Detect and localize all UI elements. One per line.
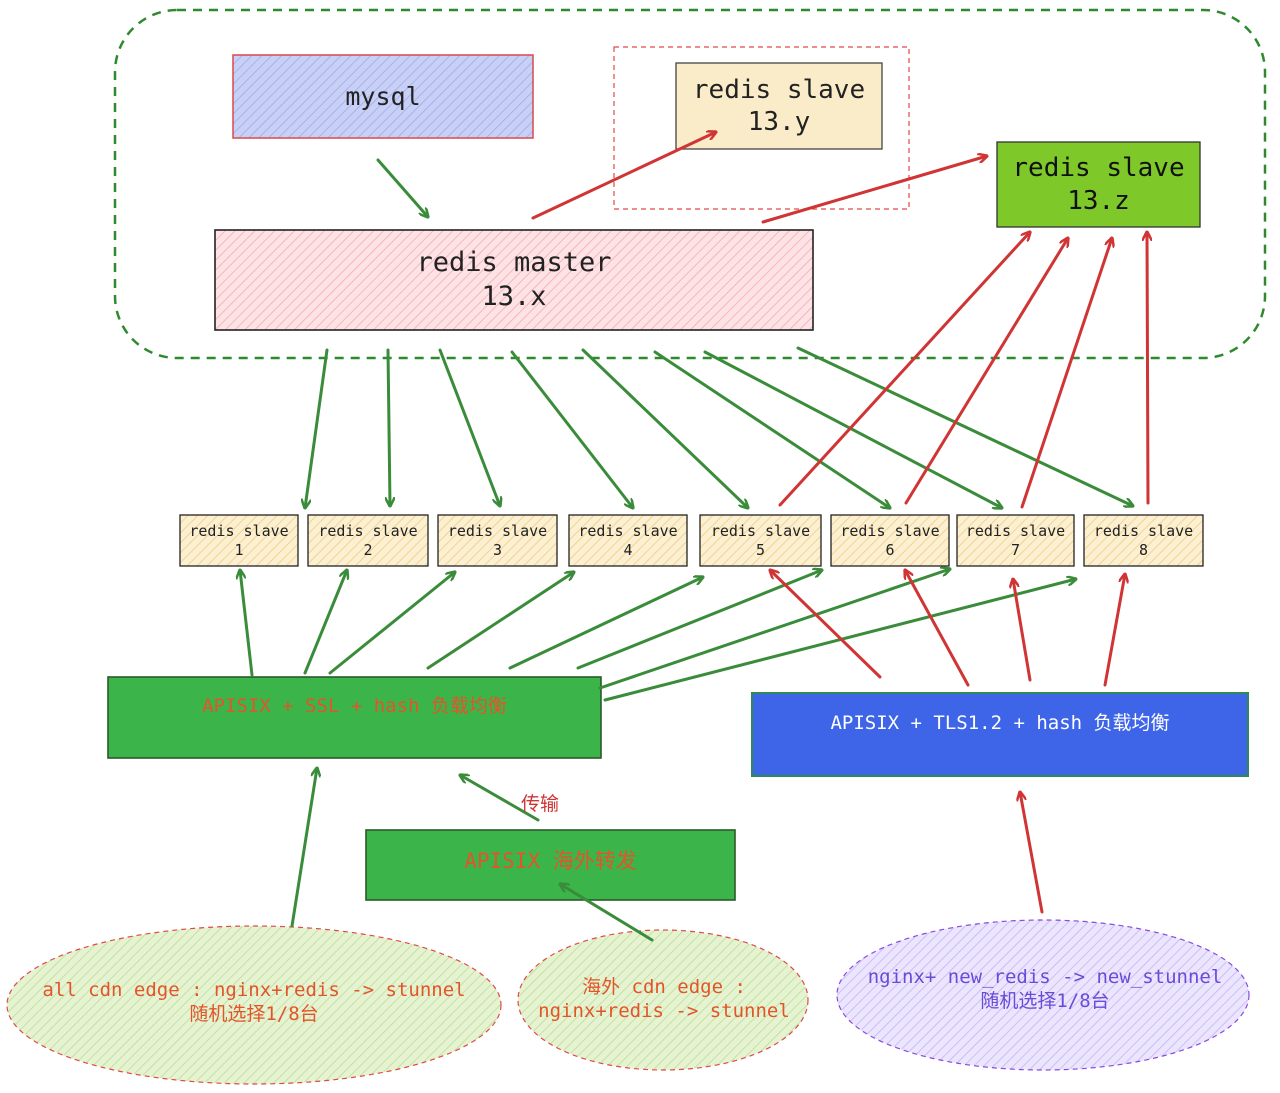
arrow-ssl-to-slave-7	[598, 569, 950, 690]
arrow-edge-overseas-to-overseas	[560, 884, 654, 942]
edge-overseas-shape	[517, 929, 809, 1071]
arrow-master-to-slave-3	[438, 348, 500, 506]
arrow-master-to-slave-1	[305, 348, 329, 508]
arrow-master-to-slave-13y	[531, 132, 716, 220]
green-arrows	[240, 158, 1133, 942]
arrow-slave-5-to-13z	[778, 232, 1030, 507]
slave-5-label: redis slave 5	[710, 521, 811, 559]
arrow-slave-7-to-13z	[1020, 238, 1112, 509]
slave-5-shape	[699, 514, 822, 567]
slave-7-shape	[956, 514, 1075, 567]
transfer-label: 传输	[520, 793, 559, 816]
arrow-ssl-to-slave-3	[328, 572, 455, 675]
arrow-master-to-slave-13z	[761, 156, 987, 224]
slave-8-shape	[1083, 514, 1204, 567]
arrow-tls-to-slave-5	[770, 570, 882, 679]
apisix-overseas-label: APISIX 海外转发	[464, 848, 637, 873]
arrow-ssl-to-slave-6	[576, 570, 822, 670]
slave-4-shape	[568, 514, 688, 567]
slave-1-label: redis slave 1	[189, 521, 289, 559]
slave-13y-label: redis slave 13.y	[692, 74, 866, 138]
arrow-slave-8-to-13z	[1147, 230, 1148, 505]
apisix-ssl-shape	[107, 676, 602, 759]
apisix-overseas-shape	[365, 829, 736, 901]
edge-all-label: all cdn edge : nginx+redis -> stunnel 随机…	[42, 979, 466, 1025]
mysql-label: mysql	[345, 81, 421, 111]
edge-all-shape	[6, 925, 502, 1085]
slave-7-label: redis slave 7	[965, 521, 1066, 559]
edge-new-label: nginx+ new_redis -> new_stunnel 随机选择1/8台	[867, 966, 1223, 1012]
arrow-overseas-to-ssl	[460, 775, 540, 822]
slave-13y-group	[613, 46, 910, 210]
apisix-tls-label: APISIX + TLS1.2 + hash 负载均衡	[830, 712, 1170, 735]
edge-overseas-label: 海外 cdn edge : nginx+redis -> stunnel	[538, 976, 790, 1022]
slave-13y-shape	[675, 62, 883, 150]
arrow-ssl-to-slave-2	[303, 570, 347, 675]
arrow-master-to-slave-2	[388, 348, 390, 508]
cluster-boundary	[113, 8, 1267, 360]
arrow-master-to-slave-5	[581, 348, 748, 508]
master-shape	[214, 229, 814, 331]
slave-2-label: redis slave 2	[318, 521, 418, 559]
slave-4-label: redis slave 4	[578, 521, 678, 559]
arrow-master-to-slave-6	[653, 350, 890, 508]
mysql-shape	[232, 54, 534, 139]
apisix-tls-shape	[751, 692, 1249, 777]
slave-2-shape	[307, 514, 429, 567]
red-arrows	[531, 132, 1148, 914]
arrow-tls-to-slave-8	[1103, 574, 1125, 687]
slave-3-label: redis slave 3	[447, 521, 548, 559]
slave-13z-shape	[996, 141, 1201, 228]
arrow-edge-new-to-tls	[1020, 792, 1044, 914]
arrow-tls-to-slave-6	[905, 570, 970, 687]
arrow-master-to-slave-4	[510, 350, 633, 508]
slave-1-shape	[179, 514, 299, 567]
arrow-ssl-to-slave-4	[426, 572, 574, 670]
arrow-master-to-slave-8	[796, 346, 1133, 506]
slave-8-label: redis slave 8	[1093, 521, 1194, 559]
arrow-ssl-to-slave-5	[508, 577, 703, 670]
apisix-ssl-label: APISIX + SSL + hash 负载均衡	[202, 695, 507, 718]
arrow-slave-6-to-13z	[904, 238, 1068, 505]
master-label: redis master 13.x	[416, 247, 612, 312]
arrow-mysql-to-master	[376, 158, 428, 217]
arrow-tls-to-slave-7	[1013, 579, 1032, 682]
arrow-ssl-to-slave-1	[240, 570, 254, 677]
edge-new-shape	[836, 919, 1250, 1071]
arrow-master-to-slave-7	[703, 350, 1002, 508]
slave-3-shape	[437, 514, 558, 567]
slave-6-shape	[830, 514, 950, 567]
slave-6-label: redis slave 6	[840, 521, 940, 559]
slave-13z-label: redis slave 13.z	[1012, 153, 1185, 216]
arrow-edge-all-to-ssl	[290, 768, 317, 928]
slave-shapes	[179, 514, 1204, 567]
